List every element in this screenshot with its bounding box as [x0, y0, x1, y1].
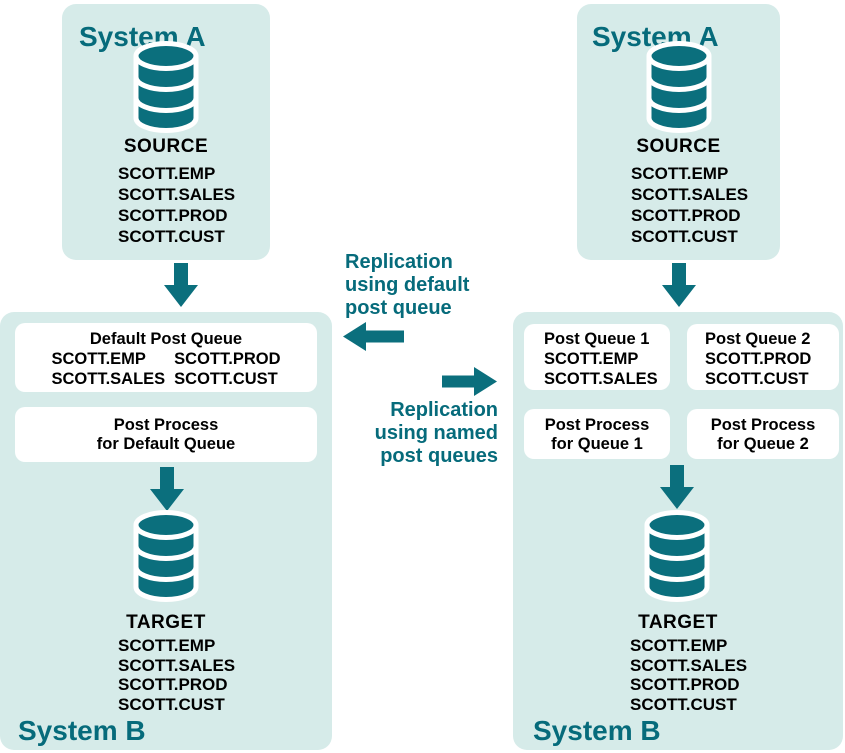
default-post-queue-box: Default Post Queue SCOTT.EMP SCOTT.PROD … [15, 323, 317, 392]
process-line: for Default Queue [96, 435, 236, 453]
process-line: for Queue 2 [717, 435, 809, 453]
table-name: SCOTT.PROD [630, 675, 740, 694]
queue-box-title: Post Queue 1 [544, 330, 650, 348]
down-arrow-icon [662, 263, 696, 307]
table-name: SCOTT.SALES [631, 185, 749, 204]
target-label: TARGET [126, 612, 206, 633]
database-icon [133, 41, 199, 133]
process-line: for Queue 1 [551, 435, 643, 453]
annotation-line: using named [374, 422, 498, 444]
annotation-line: post queue [345, 297, 452, 319]
post-queue-2-box: Post Queue 2 SCOTT.PROD SCOTT.CUST [687, 324, 839, 390]
annotation-line: post queues [380, 445, 498, 467]
target-table-list: SCOTT.EMP SCOTT.SALES SCOTT.PROD SCOTT.C… [630, 636, 747, 714]
process-line: Post Process [544, 416, 650, 434]
table-name: SCOTT.PROD [174, 350, 281, 368]
table-name: SCOTT.CUST [174, 370, 278, 388]
panel-system-a-left: System A SOURCE SCOTT.EMP SCOTT.SALES SC… [62, 4, 270, 260]
system-b-label: System B [533, 715, 661, 746]
table-name: SCOTT.SALES [118, 655, 236, 675]
table-name: SCOTT.PROD [118, 206, 228, 225]
target-label: TARGET [638, 612, 718, 633]
table-name: SCOTT.CUST [705, 370, 809, 388]
table-name: SCOTT.PROD [705, 350, 812, 368]
table-name: SCOTT.SALES [51, 370, 166, 388]
process-line: Post Process [113, 416, 219, 434]
table-name: SCOTT.EMP [118, 164, 216, 183]
table-name: SCOTT.CUST [118, 694, 225, 714]
replication-named-annotation: Replication using named post queues [330, 399, 498, 468]
database-icon [646, 41, 711, 133]
table-name: SCOTT.PROD [631, 206, 741, 225]
annotation-line: using default [345, 274, 470, 296]
source-label: SOURCE [123, 136, 209, 157]
table-name: SCOTT.EMP [118, 636, 216, 655]
down-arrow-icon [660, 465, 694, 509]
down-arrow-icon [150, 467, 184, 511]
table-name: SCOTT.CUST [630, 694, 737, 714]
table-name: SCOTT.PROD [118, 675, 228, 694]
source-table-list: SCOTT.EMP SCOTT.SALES SCOTT.PROD SCOTT.C… [118, 163, 235, 247]
replication-default-annotation: Replication using default post queue [345, 251, 469, 320]
table-name: SCOTT.EMP [630, 636, 728, 655]
panel-system-a-right: System A SOURCE SCOTT.EMP SCOTT.SALES SC… [577, 4, 780, 260]
table-name: SCOTT.SALES [544, 370, 658, 388]
database-icon [644, 510, 710, 602]
process-line: Post Process [710, 416, 816, 434]
queue-table-grid: SCOTT.EMP SCOTT.PROD SCOTT.SALES SCOTT.C… [15, 349, 317, 389]
post-process-1-box: Post Process for Queue 1 [524, 409, 670, 459]
table-name: SCOTT.EMP [631, 164, 729, 183]
queue-box-title: Post Queue 2 [705, 330, 811, 348]
annotation-line: Replication [345, 251, 453, 273]
target-table-list: SCOTT.EMP SCOTT.SALES SCOTT.PROD SCOTT.C… [118, 636, 235, 714]
table-name: SCOTT.CUST [631, 227, 738, 246]
post-process-2-box: Post Process for Queue 2 [687, 409, 839, 459]
table-name: SCOTT.EMP [544, 350, 639, 368]
system-b-label: System B [18, 715, 146, 746]
annotation-line: Replication [390, 399, 498, 421]
table-name: SCOTT.SALES [630, 655, 748, 675]
post-queue-1-box: Post Queue 1 SCOTT.EMP SCOTT.SALES [524, 324, 670, 390]
source-label: SOURCE [636, 136, 721, 157]
left-arrow-icon [343, 322, 404, 351]
table-name: SCOTT.SALES [118, 185, 236, 204]
source-table-list: SCOTT.EMP SCOTT.SALES SCOTT.PROD SCOTT.C… [631, 163, 748, 247]
table-name: SCOTT.CUST [118, 227, 225, 246]
database-icon [133, 510, 199, 602]
right-arrow-icon [442, 367, 497, 396]
panel-system-b-left: Default Post Queue SCOTT.EMP SCOTT.PROD … [0, 312, 332, 750]
panel-system-b-right: Post Queue 1 SCOTT.EMP SCOTT.SALES Post … [513, 312, 843, 750]
down-arrow-icon [164, 263, 198, 307]
queue-box-title: Default Post Queue [89, 330, 243, 348]
table-name: SCOTT.EMP [51, 350, 146, 368]
post-process-box: Post Process for Default Queue [15, 407, 317, 462]
